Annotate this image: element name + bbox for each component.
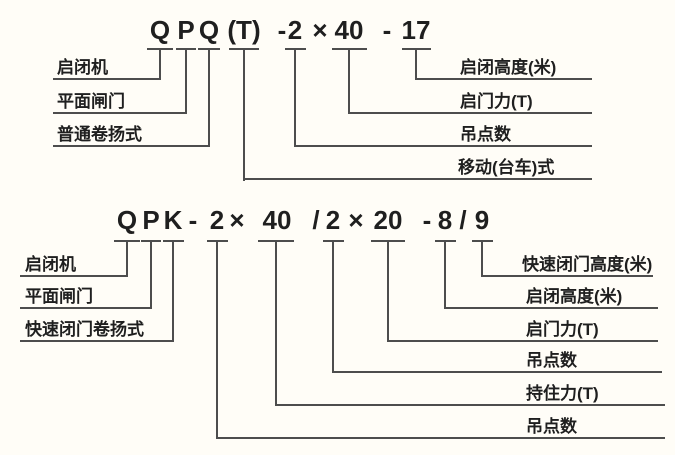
label-ordinary-winch: 普通卷扬式 bbox=[57, 125, 142, 144]
code-segment-k: K bbox=[163, 205, 183, 235]
label-quick-close-winch: 快速闭门卷扬式 bbox=[25, 320, 144, 339]
label-quick-close-height: 快速闭门高度(米) bbox=[522, 255, 653, 274]
code-segment-points: 2 bbox=[287, 15, 303, 45]
label-lift-points: 吊点数 bbox=[526, 417, 577, 436]
connector-vline bbox=[172, 240, 174, 342]
connector-hline bbox=[332, 371, 662, 373]
connector-vline bbox=[243, 48, 245, 181]
connector-vline bbox=[415, 48, 417, 80]
code-separator-dash: - bbox=[277, 15, 287, 45]
connector-hline bbox=[444, 307, 658, 309]
connector-hline bbox=[348, 112, 592, 114]
label-hoist: 启闭机 bbox=[25, 255, 76, 274]
code-segment-force: 20 bbox=[373, 205, 403, 235]
connector-vline bbox=[126, 240, 128, 277]
connector-hline bbox=[294, 145, 592, 147]
connector-hline bbox=[415, 78, 592, 80]
code-segment-q: Q bbox=[116, 205, 138, 235]
connector-vline bbox=[387, 240, 389, 342]
connector-hline bbox=[216, 437, 665, 439]
label-plane-gate: 平面闸门 bbox=[57, 92, 125, 111]
label-mobile-trolley: 移动(台车)式 bbox=[458, 158, 555, 177]
code-segment-quick-height: 9 bbox=[474, 205, 490, 235]
connector-vline bbox=[208, 48, 210, 147]
code-segment-force: 40 bbox=[334, 15, 364, 45]
connector-vline bbox=[150, 240, 152, 309]
connector-hline bbox=[387, 340, 658, 342]
label-lift-points: 吊点数 bbox=[526, 351, 577, 370]
code-separator-dash: - bbox=[382, 15, 392, 45]
code-separator-dash: - bbox=[188, 205, 198, 235]
code-segment-height: 17 bbox=[401, 15, 431, 45]
connector-hline bbox=[481, 275, 653, 277]
connector-hline bbox=[20, 340, 174, 342]
label-lift-points: 吊点数 bbox=[460, 125, 511, 144]
connector-vline bbox=[348, 48, 350, 114]
connector-vline bbox=[185, 48, 187, 114]
label-holding-force: 持住力(T) bbox=[526, 384, 599, 403]
connector-vline bbox=[444, 240, 446, 309]
connector-vline bbox=[159, 48, 161, 80]
code-segment-points1: 2 bbox=[209, 205, 225, 235]
code-separator-slash: / bbox=[459, 205, 467, 235]
connector-vline bbox=[481, 240, 483, 277]
label-lifting-height: 启闭高度(米) bbox=[526, 287, 623, 306]
code-segment-points2: 2 bbox=[325, 205, 341, 235]
code-segment-height: 8 bbox=[437, 205, 453, 235]
label-hoist: 启闭机 bbox=[57, 58, 108, 77]
label-plane-gate: 平面闸门 bbox=[25, 287, 93, 306]
code-segment-q2: Q bbox=[198, 15, 220, 45]
connector-vline bbox=[216, 240, 218, 439]
connector-hline bbox=[243, 178, 592, 180]
connector-hline bbox=[20, 307, 152, 309]
code-separator-dash: - bbox=[422, 205, 432, 235]
code-separator-times: × bbox=[348, 205, 364, 235]
connector-hline bbox=[20, 275, 128, 277]
code-segment-q1: Q bbox=[149, 15, 171, 45]
connector-vline bbox=[275, 240, 277, 406]
code-separator-times: × bbox=[229, 205, 245, 235]
connector-hline bbox=[53, 112, 187, 114]
code-segment-p: P bbox=[177, 15, 195, 45]
code-segment-p: P bbox=[142, 205, 160, 235]
code-separator-slash: / bbox=[312, 205, 320, 235]
label-lifting-force: 启门力(T) bbox=[526, 320, 599, 339]
label-lifting-force: 启门力(T) bbox=[460, 92, 533, 111]
label-lifting-height: 启闭高度(米) bbox=[460, 58, 557, 77]
connector-hline bbox=[53, 145, 210, 147]
connector-vline bbox=[294, 48, 296, 147]
connector-hline bbox=[53, 78, 161, 80]
code-segment-t: (T) bbox=[227, 15, 261, 45]
code-segment-holding: 40 bbox=[262, 205, 292, 235]
connector-vline bbox=[332, 240, 334, 373]
code-separator-times: × bbox=[312, 15, 328, 45]
connector-hline bbox=[275, 404, 665, 406]
